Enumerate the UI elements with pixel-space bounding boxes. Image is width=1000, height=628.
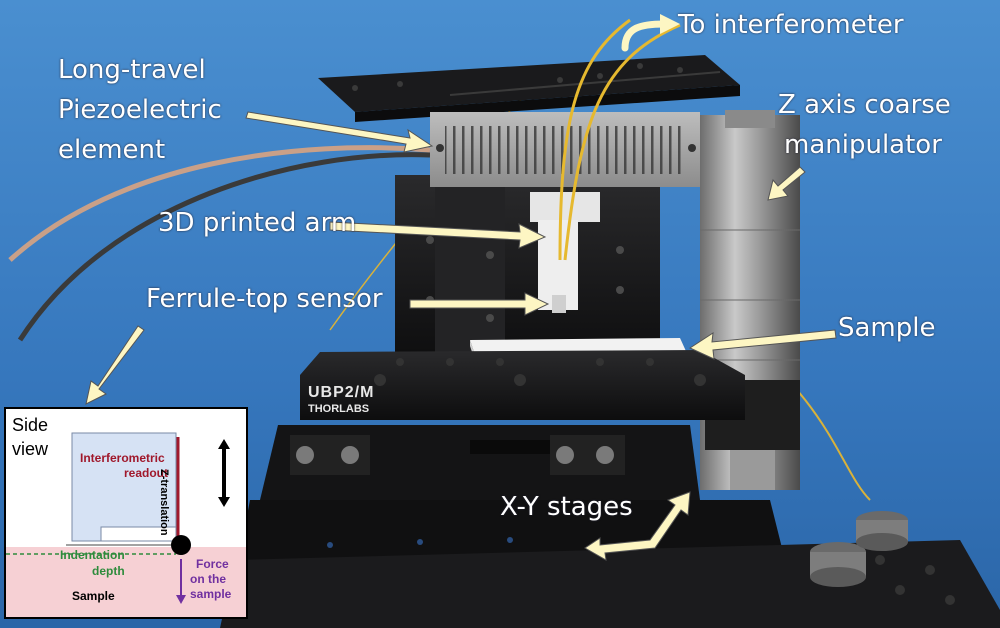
side-view-diagram xyxy=(6,432,246,617)
indentation-label-line1: Indentation xyxy=(60,548,125,562)
probe-sphere xyxy=(171,535,191,555)
cantilever xyxy=(100,526,177,542)
force-arrow xyxy=(176,595,186,604)
z-translation-arrow xyxy=(218,439,230,507)
force-label-line3: sample xyxy=(190,587,232,601)
sensor-body xyxy=(71,432,177,542)
sample-region xyxy=(6,547,246,617)
stage-brand-marking: THORLABS xyxy=(308,403,370,415)
inset-title-line2: view xyxy=(12,439,49,459)
arm-label: 3D printed arm xyxy=(158,208,357,238)
inset-sample-label: Sample xyxy=(72,589,115,603)
breadboard xyxy=(220,540,1000,628)
z-stage-body xyxy=(395,175,660,365)
z-axis-label-line2: manipulator xyxy=(784,130,942,160)
readout-label-line2: readout xyxy=(124,466,169,480)
piezo-label-line3: element xyxy=(58,135,166,165)
annotation-arrows xyxy=(85,111,837,561)
inset-title-line1: Side xyxy=(12,415,49,435)
piezo-label-line1: Long-travel xyxy=(58,55,206,85)
sample-label: Sample xyxy=(838,313,936,343)
piezo-label-line2: Piezoelectric xyxy=(58,95,222,125)
force-label-line1: Force xyxy=(196,557,229,571)
xy-stages-label: X-Y stages xyxy=(500,492,633,522)
indentation-label-line2: depth xyxy=(92,564,125,578)
stage-model-marking: UBP2/M xyxy=(308,384,375,401)
sensor-label: Ferrule-top sensor xyxy=(146,284,383,314)
force-label-line2: on the xyxy=(190,572,226,586)
interferometer-label: To interferometer xyxy=(678,10,904,40)
z-axis-label-line1: Z axis coarse xyxy=(778,90,951,120)
readout-label-line1: Interferometric xyxy=(80,451,165,465)
z-translation-label: Z-translation xyxy=(158,469,170,536)
side-view-inset: Side view Interferometric readout Z-tran… xyxy=(4,407,248,619)
